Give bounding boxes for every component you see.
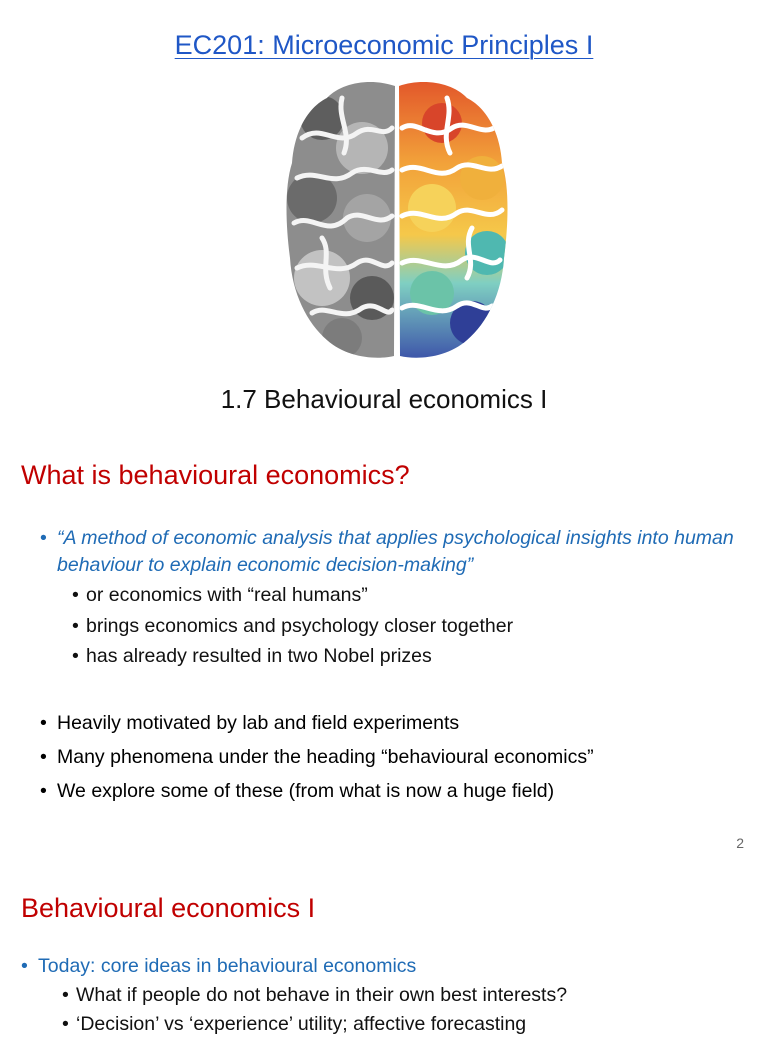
bullet-icon: •	[72, 584, 79, 606]
bullet-icon: •	[62, 1013, 69, 1035]
bullet: • We explore some of these (from what is…	[40, 778, 740, 805]
sub-bullet-text: has already resulted in two Nobel prizes	[86, 645, 432, 667]
sub-bullet: • or economics with “real humans”	[72, 582, 752, 609]
bullet-icon: •	[40, 746, 47, 768]
bullet: • Heavily motivated by lab and field exp…	[40, 710, 740, 737]
brain-illustration	[286, 82, 508, 358]
definition-bullet: • “A method of economic analysis that ap…	[40, 525, 740, 579]
page-number: 2	[736, 835, 744, 851]
slide-heading: Behavioural economics I	[21, 893, 316, 923]
course-title-link[interactable]: EC201: Microeconomic Principles I	[174, 30, 594, 60]
bullet: • Many phenomena under the heading “beha…	[40, 744, 740, 771]
bullet-text: Heavily motivated by lab and field exper…	[57, 712, 460, 734]
bullet-text: Many phenomena under the heading “behavi…	[57, 746, 594, 768]
sub-bullet-text: What if people do not behave in their ow…	[76, 984, 568, 1006]
sub-bullet-text: or economics with “real humans”	[86, 584, 368, 606]
slide-2: EC201: Microeconomic Principles I	[21, 30, 752, 851]
sub-bullet: • What if people do not behave in their …	[62, 982, 742, 1009]
definition-text: “A method of economic analysis that appl…	[57, 527, 734, 576]
bullet-icon: •	[40, 527, 47, 549]
slide-3: Behavioural economics I • Today: core id…	[0, 860, 768, 1035]
bullet-text: We explore some of these (from what is n…	[57, 780, 555, 802]
sub-bullet: • ‘Decision’ vs ‘experience’ utility; af…	[62, 1011, 742, 1038]
sub-bullet: • has already resulted in two Nobel priz…	[72, 643, 752, 670]
bullet: • Today: core ideas in behavioural econo…	[21, 953, 721, 980]
bullet-icon: •	[72, 615, 79, 637]
bullet-icon: •	[40, 780, 47, 802]
sub-bullet-text: ‘Decision’ vs ‘experience’ utility; affe…	[76, 1013, 527, 1035]
bullet-icon: •	[40, 712, 47, 734]
sub-bullet: • brings economics and psychology closer…	[72, 613, 752, 640]
sub-bullet-text: brings economics and psychology closer t…	[86, 615, 514, 637]
bullet-icon: •	[72, 645, 79, 667]
bullet-icon: •	[62, 984, 69, 1006]
slide-heading: What is behavioural economics?	[21, 460, 410, 490]
bullet-icon: •	[21, 955, 28, 977]
bullet-text: Today: core ideas in behavioural economi…	[38, 955, 417, 977]
lecture-title: 1.7 Behavioural economics I	[220, 384, 548, 414]
